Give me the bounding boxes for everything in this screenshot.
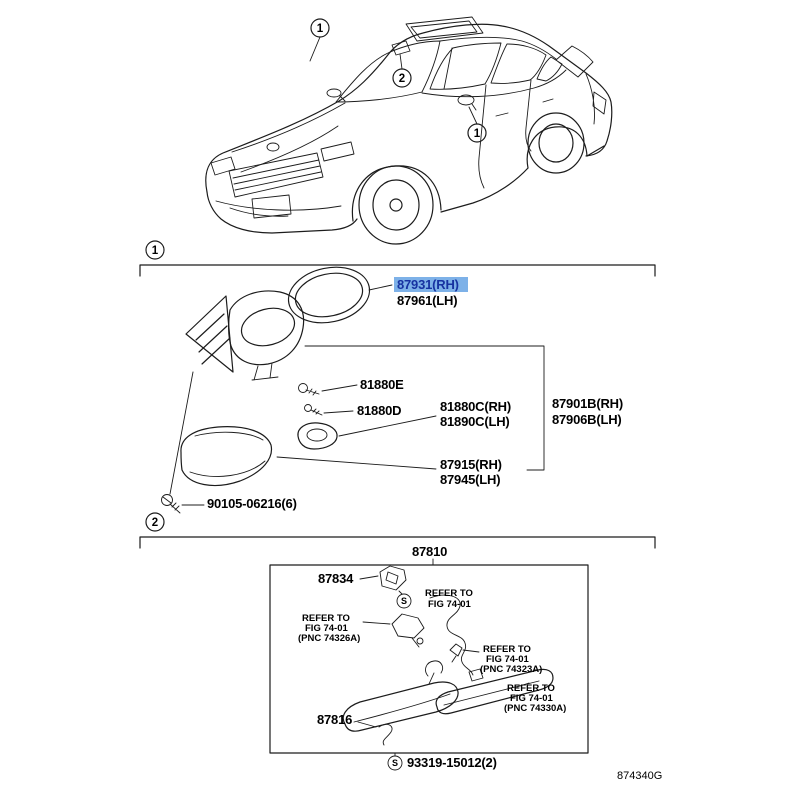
hood-emblem	[266, 142, 280, 152]
ref-bottom-line1: REFER TO	[507, 683, 555, 694]
clip-87816-drawing	[378, 723, 393, 746]
bolt-81880e-leader	[321, 384, 358, 392]
screw-symbol-bottom: S	[387, 752, 403, 771]
ref-mid-line2: FIG 74-01	[486, 654, 529, 665]
sail-to-bolt-line	[169, 371, 194, 495]
part-label-87906b-lh[interactable]: 87906B(LH)	[552, 412, 622, 427]
inner-mirror-box	[269, 564, 589, 754]
mirror-glass-drawing	[287, 266, 371, 324]
ref-top-line2: FIG 74-01	[428, 599, 471, 610]
car-callout-2: 2	[392, 68, 412, 88]
mirror-housing-opening	[240, 307, 296, 347]
section-1-marker: 1	[145, 240, 165, 260]
glass-leader-line	[368, 284, 393, 291]
screw-symbol-top-letter: S	[401, 596, 407, 606]
part-label-87931-rh[interactable]: 87931(RH)	[397, 277, 459, 292]
front-wheel	[358, 165, 434, 245]
ref-top-line1: REFER TO	[425, 588, 473, 599]
part-label-90105-06216[interactable]: 90105-06216(6)	[207, 496, 297, 511]
part-label-87810[interactable]: 87810	[412, 544, 447, 559]
ref-left-line3: (PNC 74326A)	[298, 633, 360, 644]
rear-wheel	[527, 112, 585, 174]
callout-leader-lines	[309, 36, 478, 125]
car-callout-1b: 1	[467, 123, 487, 143]
callout-1a-label: 1	[317, 23, 324, 35]
part-label-87816[interactable]: 87816	[317, 712, 352, 727]
assembly-bracket-lines	[304, 345, 545, 471]
screw-81880d-drawing	[304, 404, 323, 416]
bumper-details	[215, 194, 342, 219]
part-label-81880d[interactable]: 81880D	[357, 403, 402, 418]
hood-creases	[231, 102, 346, 173]
bracket-87834-drawing	[379, 565, 407, 591]
side-details	[421, 47, 607, 189]
section-1-number: 1	[152, 245, 159, 257]
diagram-code: 874340G	[617, 770, 662, 782]
sunroof	[405, 16, 484, 42]
ref-mid-line3: (PNC 74323A)	[480, 664, 542, 675]
part-label-81880c-rh[interactable]: 81880C(RH)	[440, 399, 511, 414]
part-label-93319-15012[interactable]: 93319-15012(2)	[407, 755, 497, 770]
rearview-mirror-drawing	[342, 660, 459, 732]
section-2-marker: 2	[145, 512, 165, 532]
car-drawing	[205, 16, 613, 245]
highlighted-part-background	[394, 277, 468, 292]
ref-mid-leader	[462, 649, 480, 653]
bracket-87834-leader	[359, 575, 379, 580]
section-2-divider	[139, 536, 656, 549]
callout-1b-label: 1	[474, 128, 481, 140]
puddle-lamp-leader	[338, 415, 437, 437]
part-label-87915-rh[interactable]: 87915(RH)	[440, 457, 502, 472]
ref-bottom-line2: FIG 74-01	[510, 693, 553, 704]
part-label-81890c-lh[interactable]: 81890C(LH)	[440, 414, 510, 429]
roof-details	[391, 36, 557, 60]
screw-symbol-top: S	[396, 593, 412, 609]
door-mirrors-on-car	[326, 88, 477, 111]
sail-panel-drawing	[185, 295, 234, 373]
part-label-87945-lh[interactable]: 87945(LH)	[440, 472, 501, 487]
wire-harness-drawing	[429, 594, 484, 682]
inner-mirror-drawing	[342, 565, 554, 746]
ref-bottom-line3: (PNC 74330A)	[504, 703, 566, 714]
part-label-87901b-rh[interactable]: 87901B(RH)	[552, 396, 623, 411]
ref-left-line2: FIG 74-01	[305, 623, 348, 634]
part-label-87834[interactable]: 87834	[318, 571, 354, 586]
ref-bottom-leader	[516, 682, 530, 688]
part-label-87961-lh[interactable]: 87961(LH)	[397, 293, 458, 308]
puddle-lamp-drawing	[297, 422, 338, 450]
mirror-cover-leader	[276, 456, 437, 470]
ref-mid-part-drawing	[449, 643, 463, 663]
housing-arm	[251, 362, 279, 381]
mirror-housing-drawing	[228, 290, 305, 366]
ref-left-leader	[362, 621, 391, 625]
screw-symbol-bottom-letter: S	[392, 758, 398, 768]
bolt-81880e-drawing	[298, 383, 320, 396]
headlights	[210, 141, 355, 176]
screw-81880d-leader	[323, 410, 354, 414]
mirror-cover-drawing	[180, 426, 273, 487]
callout-2-label: 2	[399, 73, 405, 85]
car-callout-1a: 1	[310, 18, 330, 38]
section-2-number: 2	[152, 517, 158, 529]
ref-left-line1: REFER TO	[302, 613, 350, 624]
mount-bolt-drawing	[161, 494, 181, 514]
bracket-to-screw-line	[398, 590, 403, 595]
section-1-divider	[139, 264, 656, 277]
front-grille	[228, 152, 324, 198]
part-label-81880e[interactable]: 81880E	[360, 377, 404, 392]
outer-mirror-drawing	[161, 266, 545, 514]
car-body-outline	[205, 23, 613, 193]
ref-mid-line1: REFER TO	[483, 644, 531, 655]
ref-left-part-drawing	[391, 613, 425, 648]
clip-87816-leader	[357, 721, 377, 728]
